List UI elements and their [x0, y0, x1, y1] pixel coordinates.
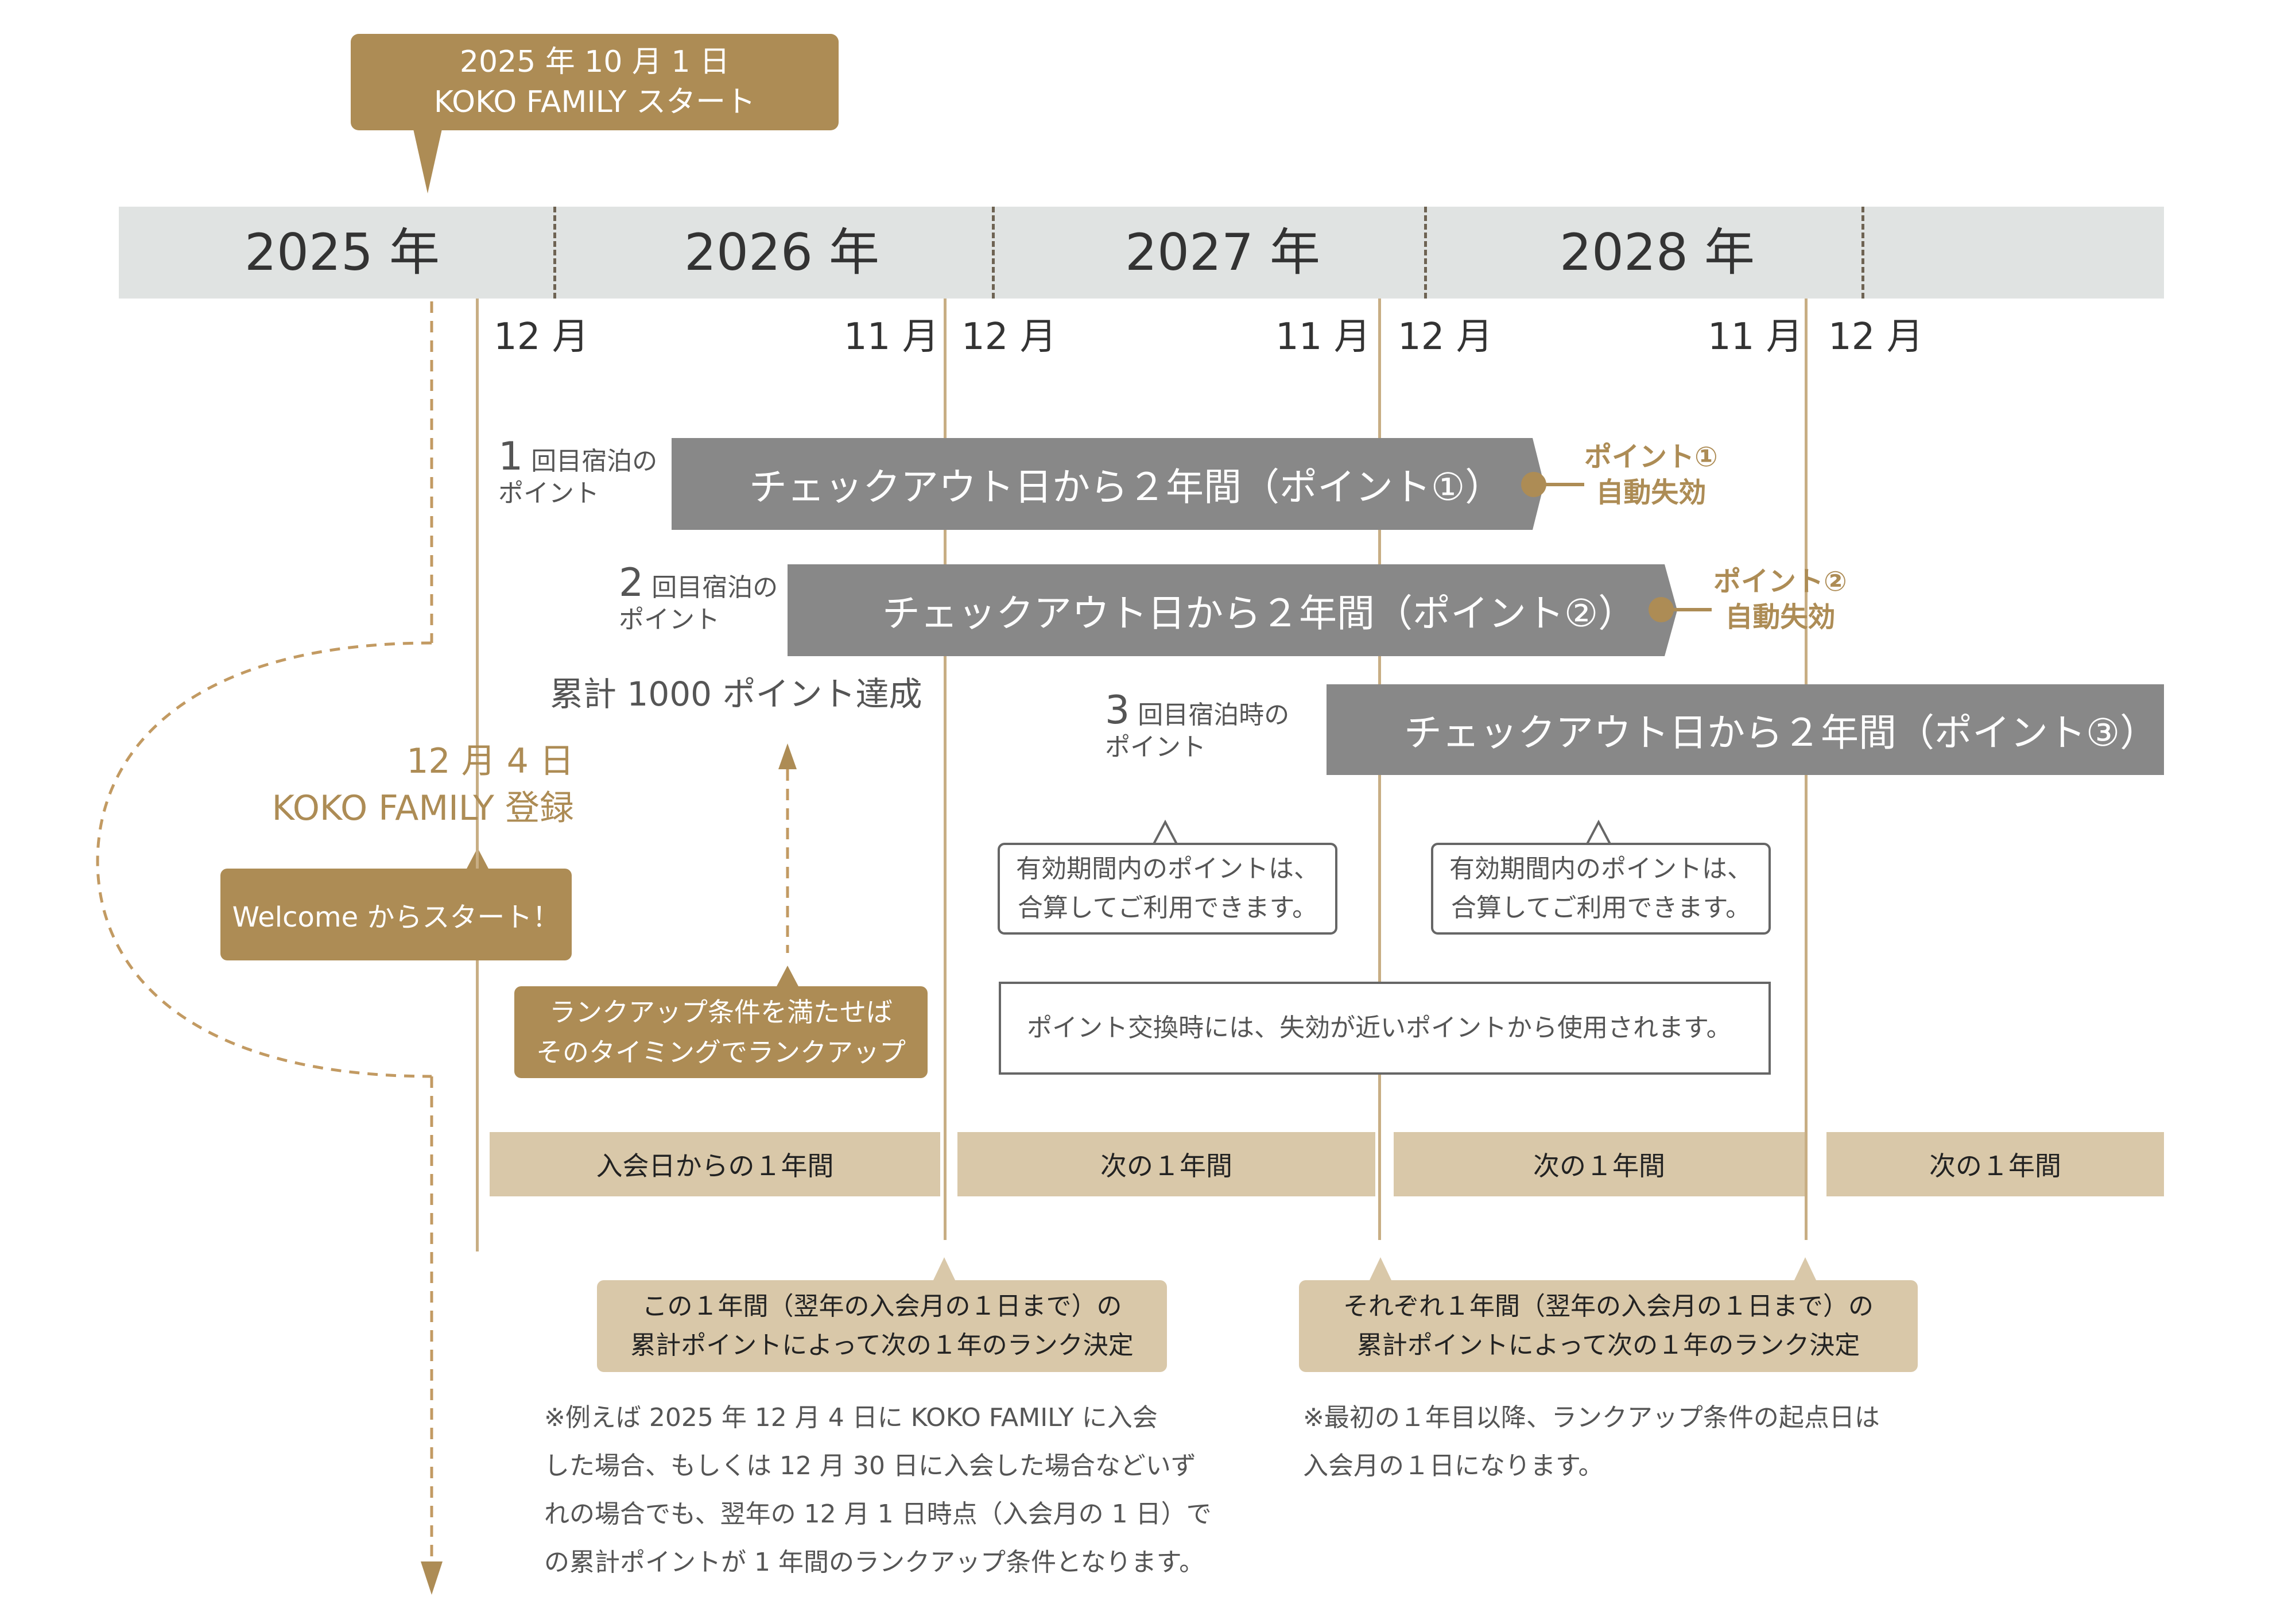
year-divider: [553, 207, 556, 299]
month-label: 11 月: [1708, 316, 1803, 358]
point1-expiry-connector: [1544, 483, 1584, 486]
rank-decision-note-2: それぞれ１年間（翌年の入会月の１日まで）の 累計ポイントによって次の１年のランク…: [1299, 1280, 1918, 1372]
point1-expiry-label: ポイント① 自動失効: [1584, 441, 1718, 509]
welcome-box: Welcome からスタート！: [220, 869, 572, 960]
join-dashed-curve: [96, 641, 432, 1078]
exchange-note: ポイント交換時には、失効が近いポイントから使用されます。: [999, 982, 1771, 1075]
start-label: KOKO FAMILY スタート: [433, 85, 756, 119]
period-next-year-1: 次の１年間: [957, 1132, 1375, 1196]
year-label-2028: 2028 年: [1560, 223, 1755, 282]
milestone-1000-points: 累計 1000 ポイント達成: [550, 675, 922, 714]
start-callout: 2025 年 10 月 1 日 KOKO FAMILY スタート: [351, 34, 839, 130]
combine-note-1: 有効期間内のポイントは、 合算してご利用できます。: [998, 843, 1337, 935]
row2-label: 2 回目宿泊の ポイント: [619, 560, 778, 635]
point2-validity-bar: チェックアウト日から２年間（ポイント②）: [788, 564, 1645, 656]
period-next-year-3: 次の１年間: [1826, 1132, 2164, 1196]
year-divider: [1861, 207, 1864, 299]
combine-note1-tail: [1151, 819, 1179, 845]
registration-date: 12 月 4 日: [406, 741, 574, 781]
month-label: 12 月: [1398, 316, 1493, 358]
rank-note1-tail: [933, 1257, 956, 1281]
year-label-2026: 2026 年: [684, 223, 879, 282]
month-label: 11 月: [1275, 316, 1371, 358]
start-callout-tail: [413, 129, 442, 193]
period-first-year: 入会日からの１年間: [490, 1132, 940, 1196]
row1-label: 1 回目宿泊の ポイント: [498, 434, 658, 509]
year-label-2027: 2027 年: [1125, 223, 1320, 282]
point2-expiry-dot: [1649, 597, 1674, 622]
point3-validity-bar: チェックアウト日から２年間（ポイント③）: [1327, 684, 2164, 775]
row3-label: 3 回目宿泊時の ポイント: [1105, 688, 1290, 762]
rank-note2-tail-right: [1794, 1257, 1817, 1281]
period-next-year-2: 次の１年間: [1394, 1132, 1805, 1196]
boundary-line-2026: [944, 299, 947, 1240]
point1-expiry-dot: [1521, 472, 1546, 497]
down-arrow-icon: [421, 1561, 443, 1595]
boundary-line-dec-2025: [476, 299, 479, 1251]
combine-note2-tail: [1585, 819, 1612, 845]
year-divider: [992, 207, 995, 299]
registration-label: 12 月 4 日 KOKO FAMILY 登録: [230, 738, 574, 832]
rank-decision-note-1: この１年間（翌年の入会月の１日まで）の 累計ポイントによって次の１年のランク決定: [597, 1280, 1167, 1372]
rank-note2-tail-left: [1369, 1257, 1392, 1281]
point2-expiry-connector: [1671, 608, 1712, 611]
start-date: 2025 年 10 月 1 日: [459, 45, 730, 79]
footnote-right: ※最初の１年目以降、ランクアップ条件の起点日は 入会月の１日になります。: [1303, 1403, 1880, 1481]
year-timeline-bar: [119, 207, 2164, 299]
month-label: 12 月: [961, 316, 1057, 358]
up-arrow-icon: [778, 743, 797, 769]
month-label: 12 月: [494, 316, 589, 358]
year-divider: [1424, 207, 1427, 299]
combine-note-2: 有効期間内のポイントは、 合算してご利用できます。: [1431, 843, 1771, 935]
rankup-box: ランクアップ条件を満たせば そのタイミングでランクアップ: [514, 986, 928, 1078]
footnote-left: ※例えば 2025 年 12 月 4 日に KOKO FAMILY に入会 した…: [544, 1403, 1212, 1577]
month-label: 11 月: [844, 316, 939, 358]
point2-expiry-label: ポイント② 自動失効: [1713, 565, 1847, 633]
month-label: 12 月: [1828, 316, 1923, 358]
point1-validity-bar: チェックアウト日から２年間（ポイント①）: [672, 438, 1512, 530]
year-label-2025: 2025 年: [245, 223, 440, 282]
registration-text: KOKO FAMILY 登録: [272, 788, 574, 828]
rankup-tail: [776, 966, 799, 987]
